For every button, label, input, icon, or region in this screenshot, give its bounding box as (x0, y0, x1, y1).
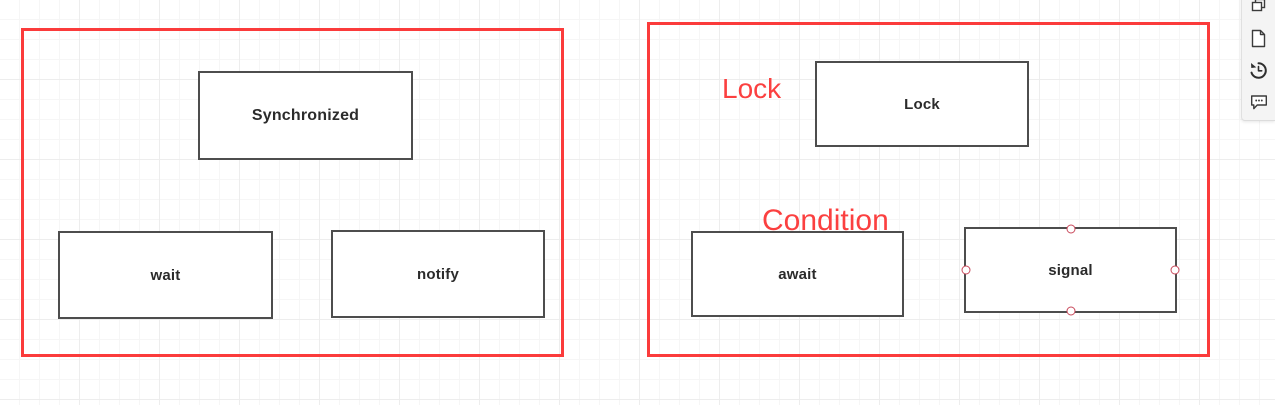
node-signal[interactable]: signal (961, 224, 1180, 316)
node-label-wait: wait (150, 266, 181, 284)
group-container-lock[interactable] (647, 22, 1210, 357)
annotation-condition[interactable]: Condition (762, 204, 889, 237)
connection-handle-left[interactable] (961, 265, 971, 275)
group-container-synchronized[interactable] (21, 28, 564, 357)
layers-tool-button[interactable] (1246, 0, 1272, 18)
node-await[interactable]: await (691, 231, 904, 317)
node-label-notify: notify (416, 265, 460, 283)
node-label-signal: signal (1048, 261, 1093, 279)
node-synchronized[interactable]: Synchronized (198, 71, 413, 160)
node-label-lock: Lock (904, 95, 940, 113)
comment-icon (1250, 94, 1268, 111)
history-tool-button[interactable] (1246, 58, 1272, 82)
connection-handle-top[interactable] (1066, 224, 1075, 234)
history-icon (1249, 61, 1268, 80)
node-wait[interactable]: wait (58, 231, 273, 319)
outline-tool-button[interactable] (1246, 26, 1272, 50)
node-label-await: await (778, 265, 817, 283)
comment-tool-button[interactable] (1246, 90, 1272, 114)
layers-icon (1250, 0, 1267, 15)
annotation-lock[interactable]: Lock (722, 73, 782, 104)
right-toolbar (1241, 0, 1275, 121)
node-lock[interactable]: Lock (815, 61, 1029, 147)
outline-icon (1250, 29, 1267, 48)
node-notify[interactable]: notify (331, 230, 545, 318)
connection-handle-right[interactable] (1170, 265, 1180, 275)
connection-handle-bottom[interactable] (1066, 306, 1075, 316)
node-label-synchronized: Synchronized (251, 106, 360, 124)
